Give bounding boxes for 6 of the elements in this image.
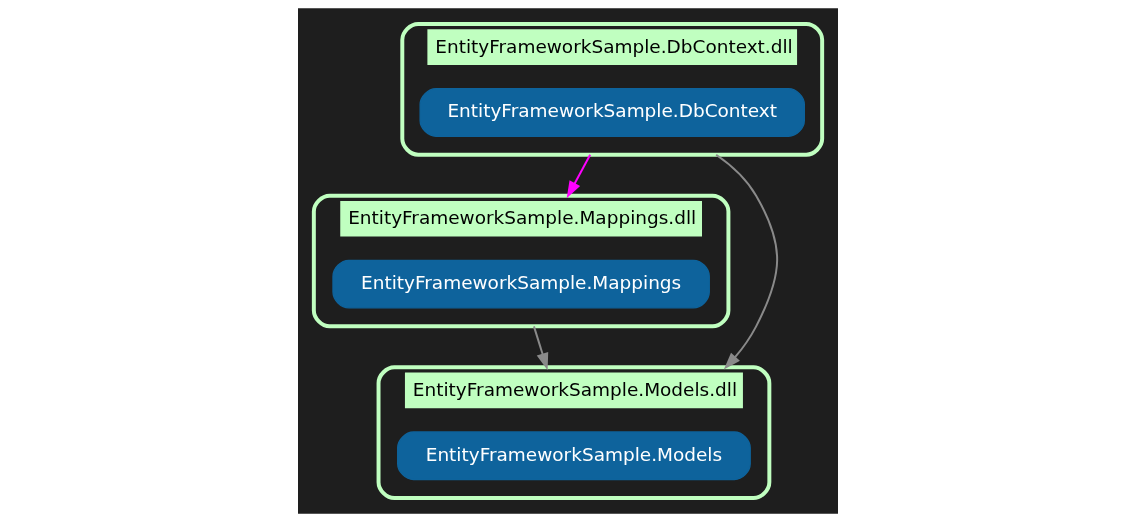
arrow [566,153,592,199]
node-box: EntityFrameworkSample.DbContext [419,88,805,137]
node-box: EntityFrameworkSample.Models [397,431,751,481]
arrow [532,325,549,371]
arrow [715,153,779,370]
node-box: EntityFrameworkSample.Mappings [332,259,710,309]
